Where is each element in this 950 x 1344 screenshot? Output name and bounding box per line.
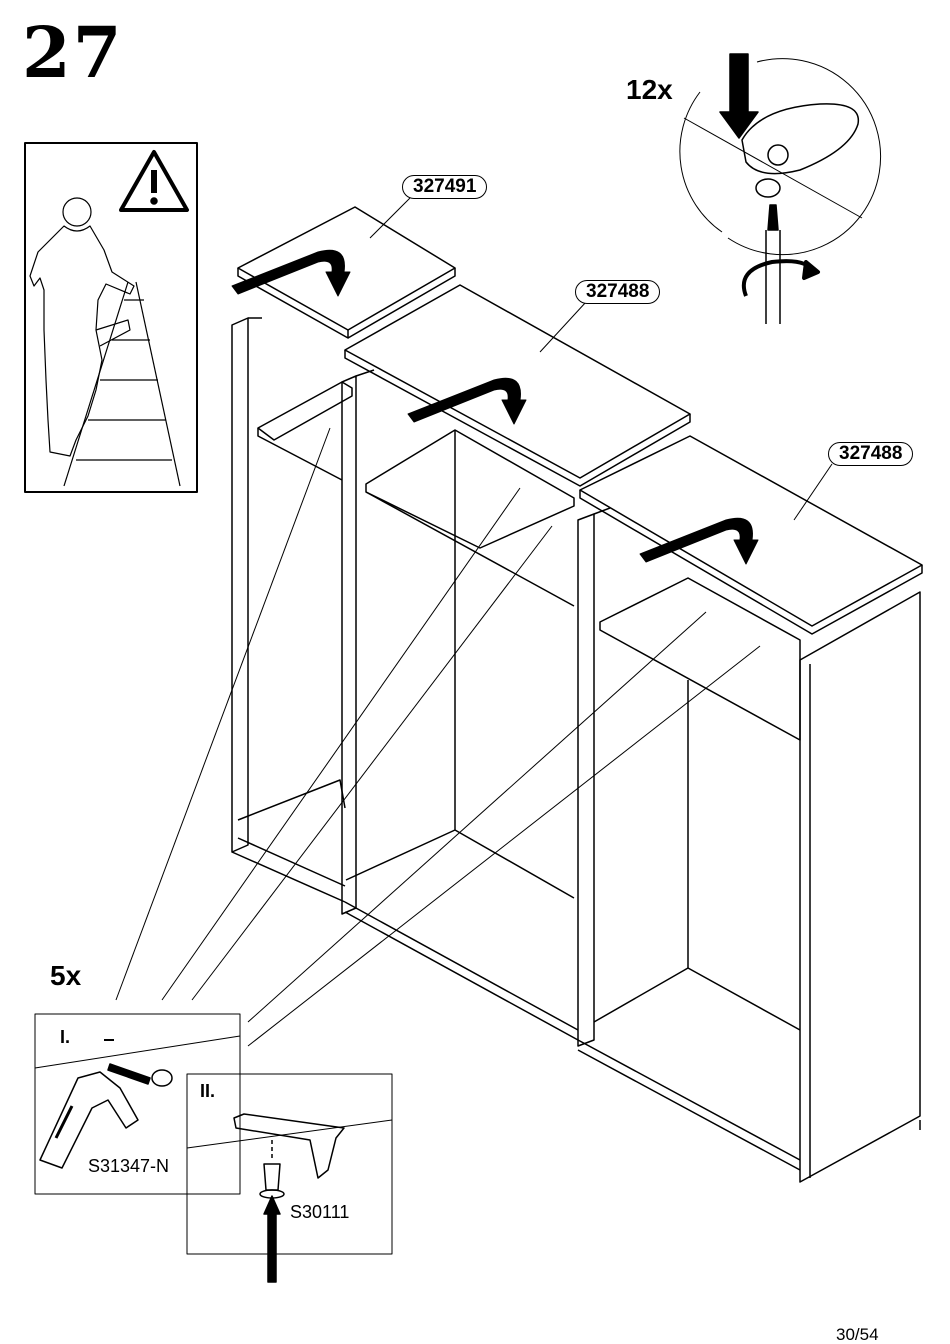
leg-detail-two bbox=[187, 1074, 392, 1282]
rotate-arrow-icon bbox=[744, 261, 818, 296]
part-label-top-right: 327488 bbox=[828, 442, 913, 466]
part-label-top-left: 327491 bbox=[402, 175, 487, 199]
warning-icon bbox=[121, 152, 187, 210]
wardrobe-carcass bbox=[232, 318, 920, 1182]
step-number: 27 bbox=[22, 18, 123, 88]
safety-panel bbox=[25, 143, 197, 492]
camlock-quantity: 12x bbox=[626, 76, 673, 104]
screw-part-number: S30111 bbox=[290, 1203, 349, 1221]
camlock-detail bbox=[680, 54, 881, 324]
shelves bbox=[258, 382, 800, 740]
page-number: 30/54 bbox=[836, 1326, 879, 1343]
substep-one-label: I. bbox=[60, 1028, 70, 1046]
substep-two-label: II. bbox=[200, 1082, 215, 1100]
leg-quantity: 5x bbox=[50, 962, 81, 990]
leader-lines bbox=[116, 198, 832, 1046]
part-label-top-middle: 327488 bbox=[575, 280, 660, 304]
person-on-ladder-icon bbox=[30, 198, 180, 486]
leg-part-number: S31347-N bbox=[88, 1157, 169, 1175]
